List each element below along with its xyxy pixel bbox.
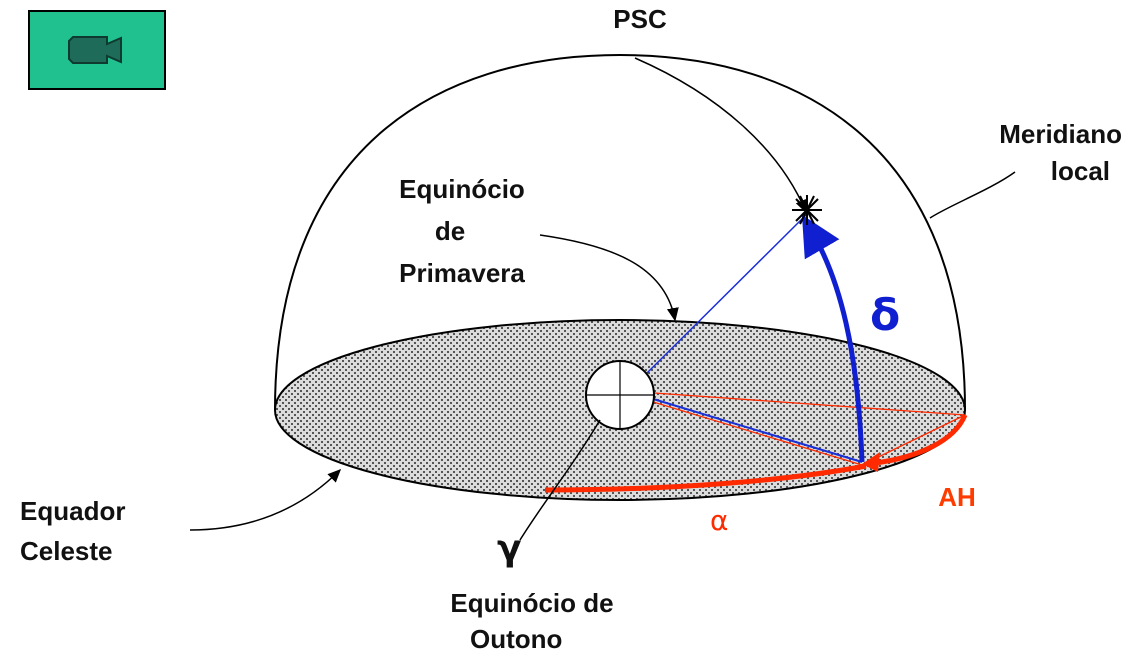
ah-label-box [918, 472, 996, 520]
primavera-pointer [539, 234, 679, 322]
delta-label: δ [870, 290, 900, 341]
outono-pointer [519, 419, 601, 541]
declination-arc [801, 214, 865, 463]
eq-primavera-label-line2: de [435, 216, 465, 246]
earth-globe [585, 360, 655, 430]
celestial-dome [274, 53, 966, 411]
hour-circle [634, 57, 807, 214]
meridian-pointer [929, 171, 1016, 219]
meridiano-label-line2: local [1051, 156, 1110, 186]
gamma-label: γ [497, 528, 522, 569]
line-center-to-star [644, 214, 807, 376]
video-camera-button[interactable] [28, 10, 166, 90]
line-center-to-star-foot-red [639, 397, 863, 466]
video-camera-icon [68, 36, 122, 64]
equador-label-line1: Equador [20, 496, 125, 526]
equador-label-line2: Celeste [20, 536, 113, 566]
eq-outono-label-line2: Outono [470, 624, 562, 654]
alpha-label: α [710, 504, 728, 537]
right-ascension-arc [544, 463, 867, 493]
star-icon [792, 195, 822, 225]
hour-angle-arrowhead [862, 452, 880, 472]
line-center-to-star-foot [639, 394, 863, 463]
psc-label: PSC [613, 4, 667, 34]
eq-primavera-label-line3: Primavera [399, 258, 525, 288]
hour-angle-arc [867, 413, 968, 467]
equator-pointer [189, 468, 342, 531]
line-center-to-meridian [639, 391, 966, 416]
meridiano-label-line1: Meridiano [999, 119, 1122, 149]
eq-outono-label-line1: Equinócio de [450, 588, 613, 618]
eq-primavera-label-line1: Equinócio [399, 174, 525, 204]
ah-label: AH [938, 482, 976, 512]
